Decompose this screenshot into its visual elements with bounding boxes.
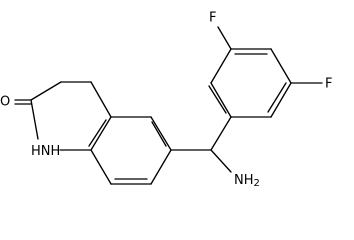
bond-c4-c4a <box>90 81 112 118</box>
nh-label-n: H <box>31 144 41 159</box>
lactam-ring-bonds <box>14 81 112 151</box>
bond-a5-a6-inner <box>267 82 287 113</box>
bond-ch-aryl <box>210 116 232 151</box>
benzo-ring-bonds <box>88 116 172 185</box>
bond-a5-a6 <box>270 82 292 118</box>
fluorine-right-label: F <box>325 77 332 92</box>
bond-c5-c6 <box>150 116 172 151</box>
bond-c4a-c8a-inner <box>88 119 107 147</box>
difluorophenyl-ring-bonds <box>208 26 323 118</box>
bond-c2-n1 <box>30 99 39 140</box>
fluorine-top-label: F <box>209 11 216 26</box>
bond-c5-c6-inner <box>151 121 167 147</box>
nh-label-h: NH <box>41 144 61 159</box>
molecule-structure: O HNH NH2 F F <box>0 11 332 190</box>
amine-label: NH2 <box>234 173 260 190</box>
bond-a3-f <box>217 26 232 50</box>
amine-label-nh: NH <box>234 173 254 188</box>
bond-ch-nh2 <box>210 149 232 173</box>
bond-a1-a2 <box>210 82 232 118</box>
bond-a4-a5 <box>270 48 292 84</box>
oxygen-label: O <box>0 95 10 110</box>
benzylic-bonds <box>170 116 232 173</box>
bond-a1-a2-inner <box>208 85 227 114</box>
bond-c6-c7 <box>150 149 172 185</box>
bond-c4a-c8a <box>90 116 112 151</box>
bond-c2-c3 <box>30 81 62 101</box>
bond-a2-a3 <box>210 48 232 84</box>
amine-label-sub: 2 <box>254 178 260 189</box>
nh-label: HNH <box>31 144 60 159</box>
bond-c8-c8a <box>90 149 112 185</box>
